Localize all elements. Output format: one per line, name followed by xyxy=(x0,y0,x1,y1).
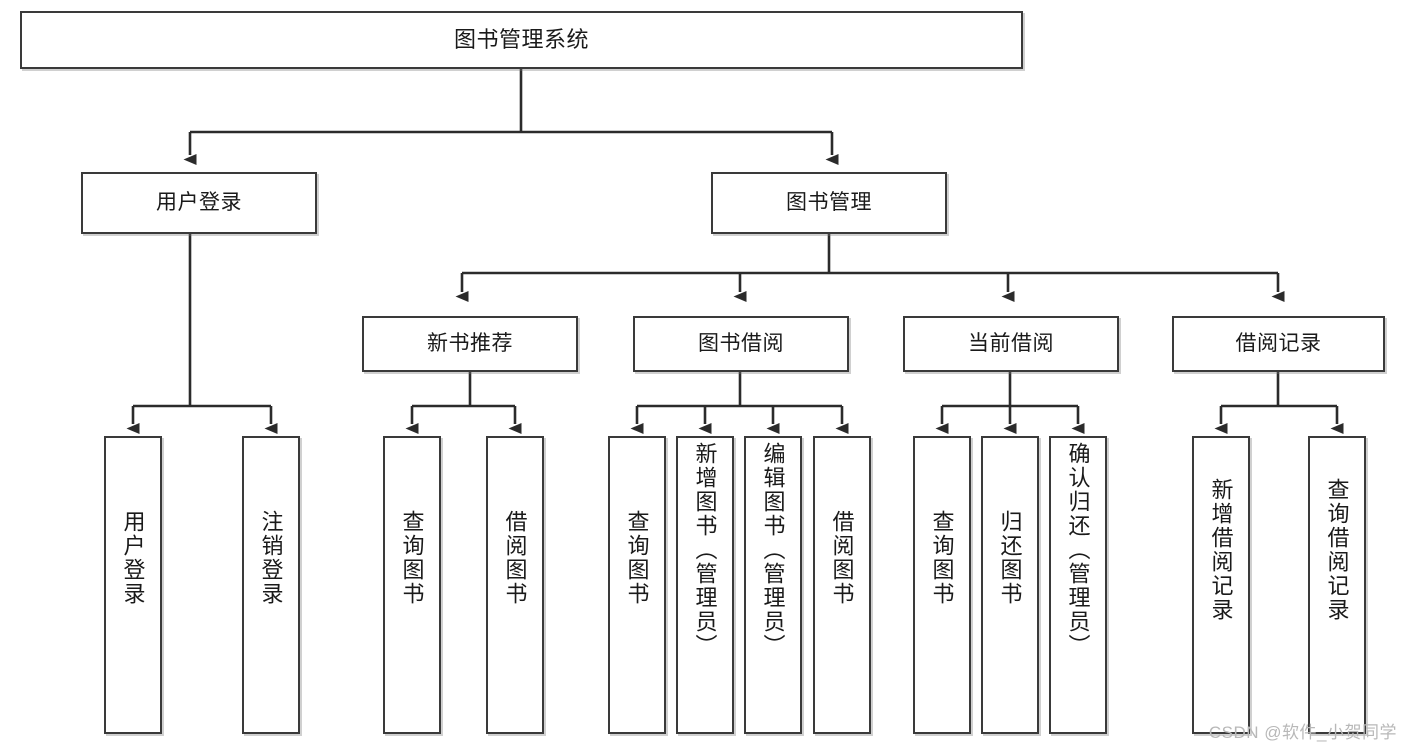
node-leaf-confirm-return-label: 确认归还（管理员） xyxy=(1065,442,1091,658)
node-leaf-edit-book[interactable]: 编辑图书（管理员） xyxy=(744,436,802,734)
node-leaf-query-record[interactable]: 查询借阅记录 xyxy=(1308,436,1366,734)
node-new-book-recommend-label: 新书推荐 xyxy=(427,332,513,356)
node-new-book-recommend[interactable]: 新书推荐 xyxy=(362,316,578,372)
node-leaf-add-record-label: 新增借阅记录 xyxy=(1208,478,1234,622)
node-leaf-logout-label: 注销登录 xyxy=(258,510,284,606)
node-leaf-add-book-label: 新增图书（管理员） xyxy=(692,442,718,658)
node-root-label: 图书管理系统 xyxy=(453,26,589,52)
node-book-manage-label: 图书管理 xyxy=(786,191,872,215)
node-leaf-borrow-book-2-label: 借阅图书 xyxy=(829,510,855,606)
node-book-manage[interactable]: 图书管理 xyxy=(711,172,947,234)
node-leaf-return-book-label: 归还图书 xyxy=(997,510,1023,606)
node-leaf-query-record-label: 查询借阅记录 xyxy=(1324,478,1350,622)
node-leaf-return-book[interactable]: 归还图书 xyxy=(981,436,1039,734)
node-borrow-record-label: 借阅记录 xyxy=(1235,332,1322,356)
node-leaf-query-book-1-label: 查询图书 xyxy=(399,510,425,606)
node-book-borrow[interactable]: 图书借阅 xyxy=(633,316,849,372)
node-leaf-user-login-label: 用户登录 xyxy=(120,510,146,606)
node-leaf-borrow-book-1-label: 借阅图书 xyxy=(502,510,528,606)
watermark: CSDN @软件_小贺同学 xyxy=(1208,723,1397,742)
node-leaf-confirm-return[interactable]: 确认归还（管理员） xyxy=(1049,436,1107,734)
node-user-login[interactable]: 用户登录 xyxy=(81,172,317,234)
node-leaf-user-login[interactable]: 用户登录 xyxy=(104,436,162,734)
node-leaf-borrow-book-2[interactable]: 借阅图书 xyxy=(813,436,871,734)
node-leaf-borrow-book-1[interactable]: 借阅图书 xyxy=(486,436,544,734)
node-leaf-query-book-2-label: 查询图书 xyxy=(624,510,650,606)
node-leaf-query-book-1[interactable]: 查询图书 xyxy=(383,436,441,734)
node-leaf-logout[interactable]: 注销登录 xyxy=(242,436,300,734)
node-user-login-label: 用户登录 xyxy=(156,191,242,215)
node-current-borrow[interactable]: 当前借阅 xyxy=(903,316,1119,372)
node-leaf-query-book-3-label: 查询图书 xyxy=(929,510,955,606)
node-root[interactable]: 图书管理系统 xyxy=(20,11,1023,69)
node-leaf-query-book-3[interactable]: 查询图书 xyxy=(913,436,971,734)
node-current-borrow-label: 当前借阅 xyxy=(968,332,1054,356)
node-leaf-add-book[interactable]: 新增图书（管理员） xyxy=(676,436,734,734)
node-leaf-add-record[interactable]: 新增借阅记录 xyxy=(1192,436,1250,734)
node-leaf-query-book-2[interactable]: 查询图书 xyxy=(608,436,666,734)
node-borrow-record[interactable]: 借阅记录 xyxy=(1172,316,1385,372)
node-leaf-edit-book-label: 编辑图书（管理员） xyxy=(760,442,786,658)
node-book-borrow-label: 图书借阅 xyxy=(698,332,784,356)
